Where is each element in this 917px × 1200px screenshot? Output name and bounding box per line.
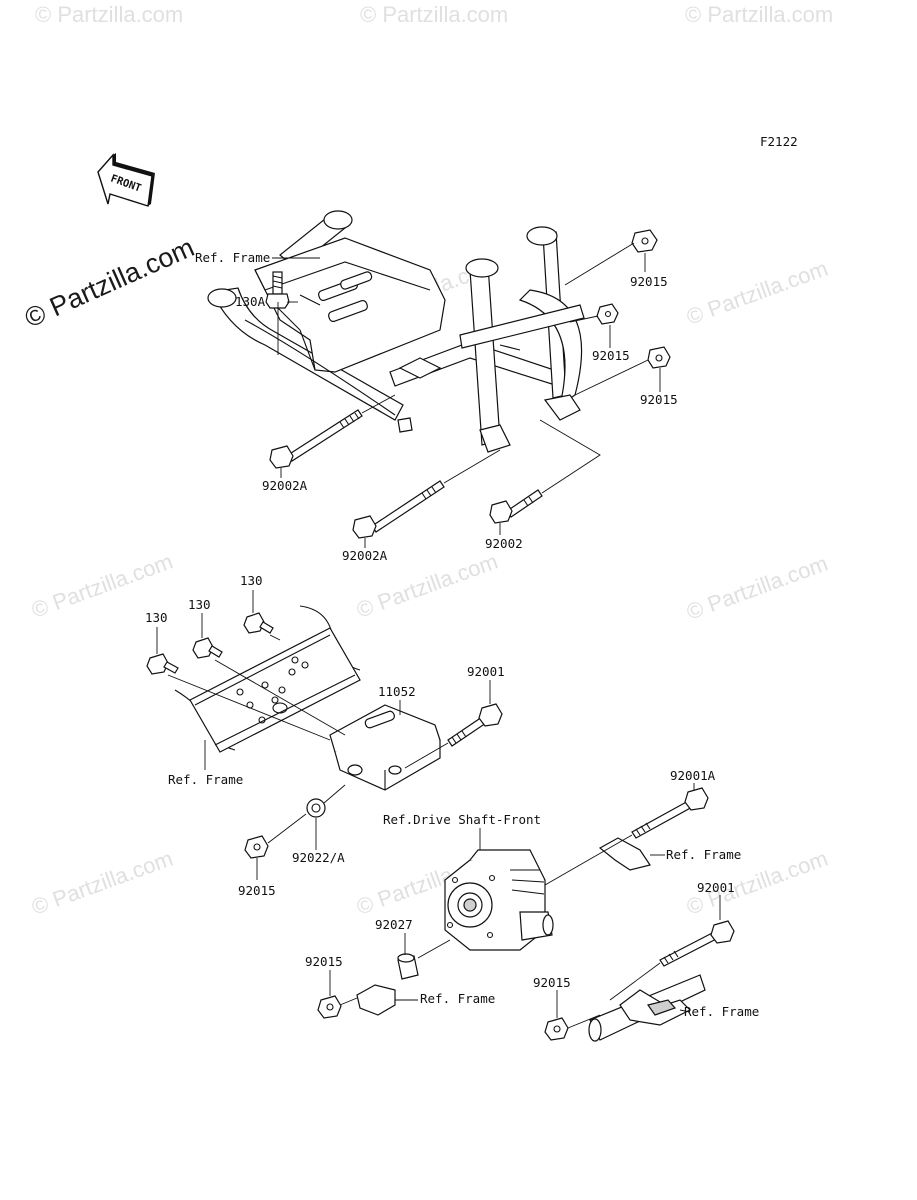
- nut-92015-b: [596, 303, 619, 325]
- label-ref-drive-shaft-front: Ref.Drive Shaft-Front: [383, 812, 541, 827]
- part-labels: Ref. Frame 92015 92015 92015 130A 92002A…: [145, 250, 759, 1019]
- label-part-92027: 92027: [375, 917, 413, 932]
- bolt-92002A-upper: [269, 409, 363, 469]
- bolt-130-c: [243, 612, 274, 634]
- label-part-92002A: 92002A: [262, 478, 308, 493]
- label-part-92002A: 92002A: [342, 548, 388, 563]
- label-part-92001: 92001: [697, 880, 735, 895]
- washer-92022A: [306, 798, 326, 818]
- leader-lines-low: [329, 783, 721, 1029]
- label-part-92015: 92015: [533, 975, 571, 990]
- bolt-130-b: [192, 637, 223, 659]
- nut-92015-d: [244, 835, 269, 859]
- label-part-92001A: 92001A: [670, 768, 716, 783]
- bolt-92002A-lower: [352, 480, 445, 539]
- drive-shaft-housing: [444, 849, 554, 951]
- watermark: © Partzilla.com: [683, 551, 831, 625]
- frame-assembly: [207, 210, 585, 453]
- frame-tube-bottom: [588, 974, 706, 1042]
- nut-92015-c: [647, 346, 671, 369]
- label-part-92001: 92001: [467, 664, 505, 679]
- watermark: © Partzilla.com: [35, 2, 183, 27]
- nut-92015-f: [544, 1017, 569, 1041]
- nut-92015-e: [317, 995, 342, 1019]
- label-part-130: 130: [240, 573, 263, 588]
- label-part-11052: 11052: [378, 684, 416, 699]
- bolt-92001-b: [659, 920, 735, 967]
- label-ref-frame-mid: Ref. Frame: [168, 772, 243, 787]
- label-part-130: 130: [145, 610, 168, 625]
- watermark: © Partzilla.com: [28, 846, 176, 920]
- label-ref-frame-top: Ref. Frame: [195, 250, 270, 265]
- label-part-92015: 92015: [305, 954, 343, 969]
- label-part-130: 130: [188, 597, 211, 612]
- label-part-92022A: 92022/A: [292, 850, 345, 865]
- watermark: © Partzilla.com: [685, 2, 833, 27]
- label-ref-frame-low: Ref. Frame: [420, 991, 495, 1006]
- bracket-ref-frame-low: [356, 984, 396, 1016]
- bolt-92001-a: [447, 703, 503, 747]
- label-part-92015: 92015: [640, 392, 678, 407]
- bolt-92002: [489, 489, 543, 524]
- label-ref-frame-right: Ref. Frame: [666, 847, 741, 862]
- bolt-92001A: [631, 787, 709, 839]
- bracket-11052: [329, 704, 441, 791]
- partzilla-watermark: © Partzilla.com: [20, 232, 198, 333]
- label-part-130A: 130A: [235, 294, 266, 309]
- nut-92015-a: [631, 229, 658, 253]
- figure-code: F2122: [760, 134, 798, 149]
- label-part-92015: 92015: [592, 348, 630, 363]
- watermark: © Partzilla.com: [360, 2, 508, 27]
- frame-section-mid: [174, 605, 361, 753]
- bolt-130A: [265, 271, 290, 309]
- label-ref-frame-bottom: Ref. Frame: [684, 1004, 759, 1019]
- label-part-92015: 92015: [238, 883, 276, 898]
- label-part-92015: 92015: [630, 274, 668, 289]
- bolt-130-a: [146, 653, 179, 675]
- bracket-ref-frame-right: [598, 837, 651, 871]
- spacer-92027: [397, 953, 419, 980]
- front-arrow-icon: FRONT: [97, 153, 155, 207]
- leader-lines-top: [272, 242, 661, 548]
- label-part-92002: 92002: [485, 536, 523, 551]
- leader-lines-mid: [156, 590, 491, 880]
- watermark: © Partzilla.com: [683, 256, 831, 330]
